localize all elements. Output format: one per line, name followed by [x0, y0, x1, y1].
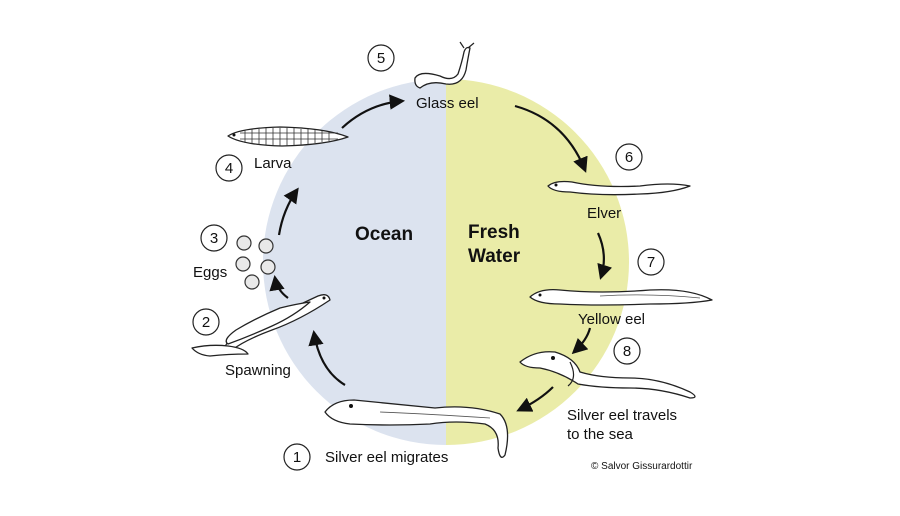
- stage-7-label: Yellow eel: [578, 311, 645, 328]
- silver-eel-migrates-illustration: [324, 399, 509, 458]
- arrow-silver-eel-to-sea: [516, 386, 554, 412]
- glass-eel-illustration: [414, 41, 475, 89]
- silver-eel-to-sea-illustration: [519, 351, 696, 399]
- stage-1-label: Silver eel migrates: [325, 449, 448, 466]
- stage-5-label: Glass eel: [416, 95, 479, 112]
- water-label: Water: [468, 246, 521, 267]
- stage-8: 8 Silver eel travels to the sea: [567, 337, 677, 443]
- arrow-yellow-eel-to-silver-eel: [571, 327, 592, 355]
- stage-3-number: 3: [210, 230, 218, 247]
- stage-4-label: Larva: [254, 155, 292, 172]
- stage-4-number: 4: [225, 160, 233, 177]
- larva-illustration: [227, 126, 349, 147]
- stage-8-label-line1: Silver eel travels: [567, 407, 677, 424]
- stage-5: 5 Glass eel: [367, 44, 479, 112]
- stage-2-label: Spawning: [225, 362, 291, 379]
- stage-4: 4 Larva: [215, 154, 292, 182]
- credit-text: © Salvor Gissurardottir: [591, 461, 693, 472]
- stage-2-number: 2: [202, 314, 210, 331]
- fresh-label: Fresh: [468, 222, 520, 243]
- stage-7: 7 Yellow eel: [578, 248, 665, 328]
- arrow-spawning-to-eggs: [269, 274, 289, 299]
- stage-3-label: Eggs: [193, 264, 227, 281]
- yellow-eel-illustration: [529, 289, 713, 306]
- arrow-elver-to-yellow-eel: [596, 232, 613, 280]
- spawning-eels-illustration: [191, 294, 331, 357]
- stage-1: 1 Silver eel migrates: [283, 443, 448, 471]
- stage-6-number: 6: [625, 149, 633, 166]
- arrow-glass-eel-to-elver: [514, 104, 588, 173]
- stage-5-number: 5: [377, 50, 385, 67]
- stage-2: 2 Spawning: [192, 308, 291, 379]
- ocean-label: Ocean: [355, 224, 413, 245]
- elver-illustration: [547, 180, 691, 196]
- stage-6-label: Elver: [587, 205, 621, 222]
- ocean-half: [263, 79, 446, 445]
- eggs-illustration: [235, 235, 276, 290]
- arrow-larva-to-glass-eel: [341, 94, 406, 129]
- stage-6: 6 Elver: [587, 143, 643, 222]
- stage-3: 3 Eggs: [193, 224, 228, 281]
- stage-8-label-line2: to the sea: [567, 426, 634, 443]
- stage-8-number: 8: [623, 343, 631, 360]
- stage-7-number: 7: [647, 254, 655, 271]
- arrow-migration-to-spawning: [308, 329, 346, 386]
- stage-1-number: 1: [293, 449, 301, 466]
- arrow-eggs-to-larva: [277, 187, 299, 236]
